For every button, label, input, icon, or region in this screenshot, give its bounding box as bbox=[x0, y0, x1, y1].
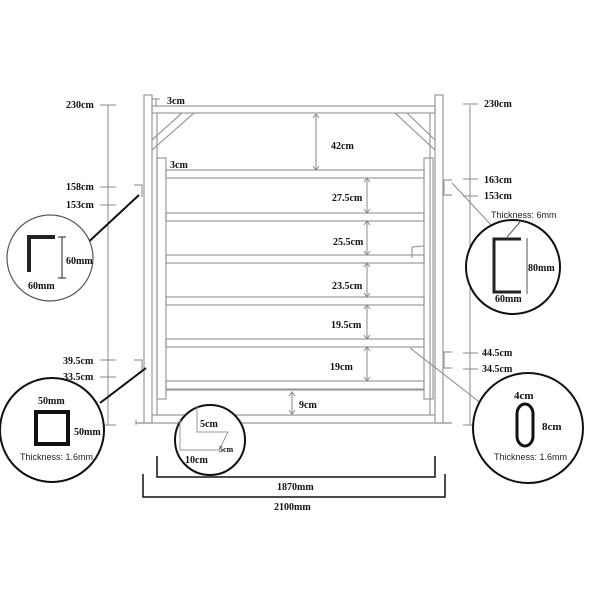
oval-tube-profile-icon bbox=[515, 402, 535, 448]
square-tube-thickness-label: Thickness: 1.6mm bbox=[20, 452, 93, 462]
channel-detail-circle bbox=[465, 219, 561, 315]
angle-height-label: 60mm bbox=[66, 256, 93, 267]
right-height-34-5: 34.5cm bbox=[482, 364, 513, 375]
gate-rail-1 bbox=[165, 169, 425, 179]
left-height-39-5: 39.5cm bbox=[63, 356, 94, 367]
outer-left-post bbox=[143, 94, 153, 424]
gate-rail-6 bbox=[165, 380, 425, 390]
square-tube-top-label: 50mm bbox=[38, 396, 65, 407]
square-tube-side-label: 50mm bbox=[74, 427, 101, 438]
gate-right-stile bbox=[423, 157, 434, 400]
angle-detail bbox=[6, 214, 94, 302]
right-height-153: 153cm bbox=[484, 191, 512, 202]
angle-width-label: 60mm bbox=[28, 281, 55, 292]
left-hinges bbox=[134, 184, 144, 424]
oval-tube-height-label: 8cm bbox=[542, 421, 562, 433]
foot-plate-profile-icon bbox=[179, 407, 229, 451]
oval-tube-width-label: 4cm bbox=[514, 390, 534, 402]
rail-gap-label-4: 19.5cm bbox=[331, 320, 362, 331]
foot-plate-detail bbox=[174, 404, 246, 476]
bottom-gap-dimension bbox=[288, 391, 296, 415]
bottom-gap-label: 9cm bbox=[299, 400, 317, 411]
top-gap-label: 42cm bbox=[331, 141, 354, 152]
gate-rail-4 bbox=[165, 296, 425, 306]
hinge-upper-left bbox=[134, 184, 143, 197]
rail-gap-dimensions bbox=[363, 177, 371, 382]
outer-rail-thickness-label: 3cm bbox=[167, 96, 185, 107]
oval-tube-leader bbox=[409, 347, 483, 405]
foot-plate-height-label: 5cm bbox=[200, 419, 218, 430]
rail-gap-label-1: 27.5cm bbox=[332, 193, 363, 204]
oval-tube-thickness-label: Thickness: 1.6mm bbox=[494, 452, 567, 462]
gate-rail-5 bbox=[165, 338, 425, 348]
channel-height-label: 80mm bbox=[528, 263, 555, 274]
foot-plate-length-label: 10cm bbox=[185, 455, 208, 466]
gate-width-dimension bbox=[156, 456, 436, 478]
left-height-top: 230cm bbox=[66, 100, 94, 111]
rail-gap-arrow-3 bbox=[363, 262, 371, 298]
rail-gap-label-2: 25.5cm bbox=[333, 237, 364, 248]
channel-thickness-label: Thickness: 6mm bbox=[491, 210, 557, 220]
rail-gap-arrow-5 bbox=[363, 346, 371, 382]
total-width-dimension bbox=[142, 474, 446, 498]
left-height-scale bbox=[100, 104, 116, 426]
rail-gap-label-5: 19cm bbox=[330, 362, 353, 373]
top-gap-dimension bbox=[312, 113, 320, 171]
channel-width-label: 60mm bbox=[495, 294, 522, 305]
gate-rails bbox=[165, 169, 425, 390]
foot-plate-detail-circle bbox=[174, 404, 246, 476]
gate-width-label: 1870mm bbox=[277, 482, 314, 493]
outer-top-rail bbox=[151, 105, 436, 114]
left-height-158: 158cm bbox=[66, 182, 94, 193]
left-height-33-5: 33.5cm bbox=[63, 372, 94, 383]
channel-profile-icon bbox=[492, 237, 521, 294]
rail-gap-arrow-1 bbox=[363, 177, 371, 214]
hinge-lower-left bbox=[134, 359, 143, 372]
rail-gap-arrow-2 bbox=[363, 220, 371, 256]
right-latches bbox=[443, 179, 452, 424]
gate-left-stile bbox=[156, 157, 167, 400]
square-tube-detail bbox=[0, 377, 105, 483]
gate-rail-2 bbox=[165, 212, 425, 222]
channel-detail bbox=[465, 219, 561, 315]
outer-right-post bbox=[434, 94, 444, 424]
left-brace bbox=[151, 112, 195, 151]
left-height-153: 153cm bbox=[66, 200, 94, 211]
oval-tube-detail bbox=[472, 372, 584, 484]
angle-profile-icon bbox=[27, 235, 55, 272]
outer-frame bbox=[135, 94, 452, 425]
rail-gap-label-3: 23.5cm bbox=[332, 281, 363, 292]
latch-bracket bbox=[411, 245, 425, 258]
latch-lower-right bbox=[443, 351, 452, 369]
square-tube-leader bbox=[99, 367, 147, 404]
square-tube-detail-circle bbox=[0, 377, 105, 483]
square-tube-profile-icon bbox=[34, 410, 70, 446]
right-height-top: 230cm bbox=[484, 99, 512, 110]
gate-rail-3 bbox=[165, 254, 425, 264]
oval-tube-detail-circle bbox=[472, 372, 584, 484]
total-width-label: 2100mm bbox=[274, 502, 311, 513]
rail-gap-arrow-4 bbox=[363, 304, 371, 340]
latch-upper-right bbox=[443, 179, 452, 196]
foot-plate-side-label: 5cm bbox=[219, 445, 234, 454]
right-height-163: 163cm bbox=[484, 175, 512, 186]
right-height-44-5: 44.5cm bbox=[482, 348, 513, 359]
angle-leader bbox=[81, 194, 140, 249]
gate bbox=[156, 157, 434, 400]
right-brace bbox=[394, 112, 436, 151]
gate-rail-thickness-label: 3cm bbox=[170, 160, 188, 171]
